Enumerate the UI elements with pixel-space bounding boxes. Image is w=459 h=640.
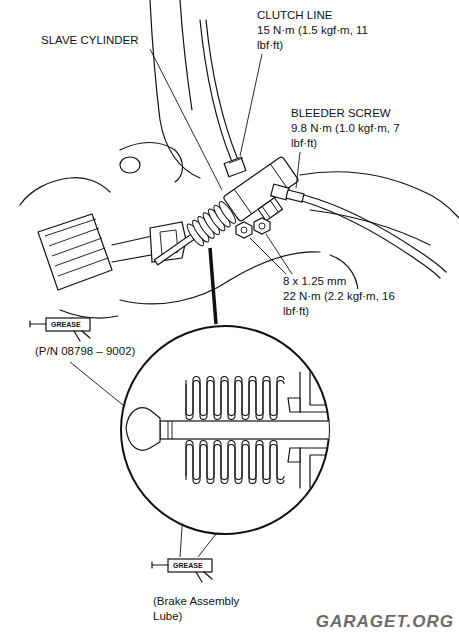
bolt-size: 8 x 1.25 mm [282, 274, 347, 289]
grease-icon [152, 559, 212, 582]
torque-spec: 22 N·m (2.2 kgf·m, 16 lbf·ft) [282, 289, 404, 319]
lubricant-note: (Brake Assembly Lube) [152, 594, 258, 624]
clutch-line [200, 20, 246, 177]
release-fork-boot [38, 214, 186, 290]
grease-symbol-text: GREASE [172, 561, 204, 570]
transmission-case [20, 0, 459, 318]
part-label: SLAVE CYLINDER [40, 33, 140, 48]
grease-icon [30, 318, 90, 341]
slave-cylinder [147, 156, 307, 286]
torque-spec: 15 N·m (1.5 kgf·m, 11 lbf·ft) [256, 23, 378, 53]
part-number: (P/N 08798 – 9002) [34, 344, 136, 359]
detail-view [121, 326, 340, 534]
grease-symbol-text: GREASE [50, 320, 82, 329]
part-label: BLEEDER SCREW [290, 106, 392, 121]
bleeder-screw [271, 184, 446, 278]
mounting-bolts [236, 218, 270, 238]
watermark: GARAGET.ORG [315, 612, 455, 632]
torque-spec: 9.8 N·m (1.0 kgf·m, 7 lbf·ft) [290, 121, 412, 151]
part-label: CLUTCH LINE [256, 8, 333, 23]
